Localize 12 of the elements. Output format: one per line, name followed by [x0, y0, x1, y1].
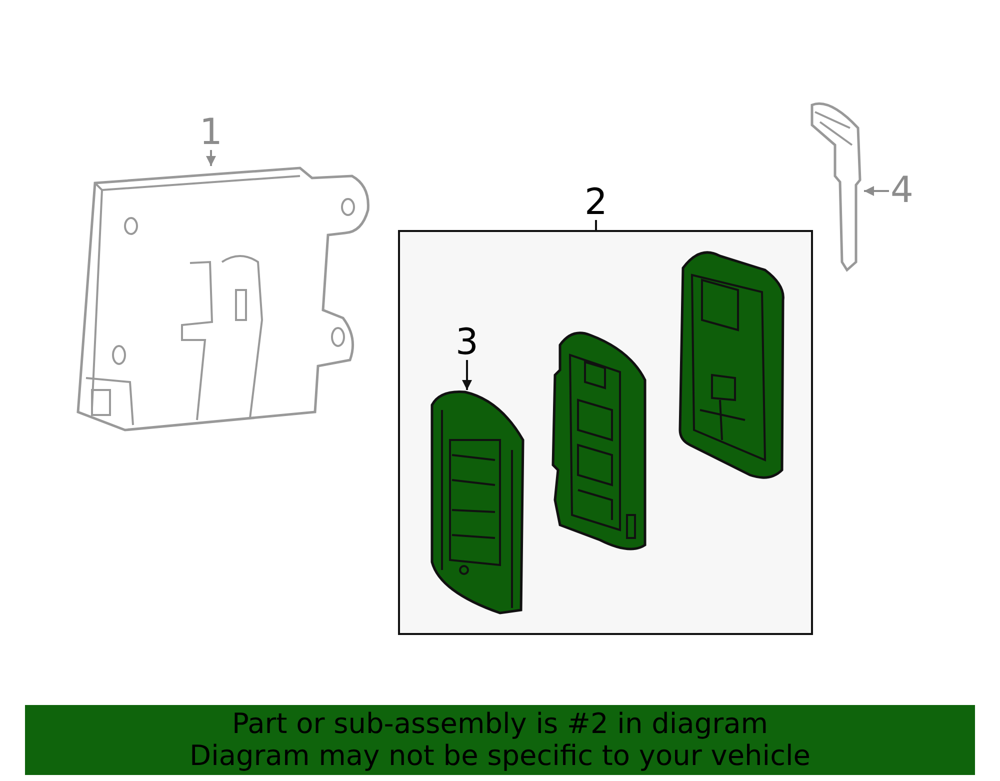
notice-text: Diagram may not be specific to your vehicle: [190, 740, 810, 772]
callout-number: 2: [583, 186, 609, 220]
leader-arrow: [864, 186, 889, 196]
leader-line: [595, 220, 597, 230]
callout-number: 4: [889, 174, 915, 208]
notice-text: Part or sub-assembly is #2 in diagram: [232, 708, 768, 740]
key-fob-drawing: [428, 390, 525, 615]
parts-panel: [398, 230, 813, 635]
callout-number: 3: [454, 326, 480, 360]
leader-arrow: [462, 360, 472, 390]
leader-arrow: [206, 150, 216, 166]
callout-number: 1: [198, 116, 224, 150]
